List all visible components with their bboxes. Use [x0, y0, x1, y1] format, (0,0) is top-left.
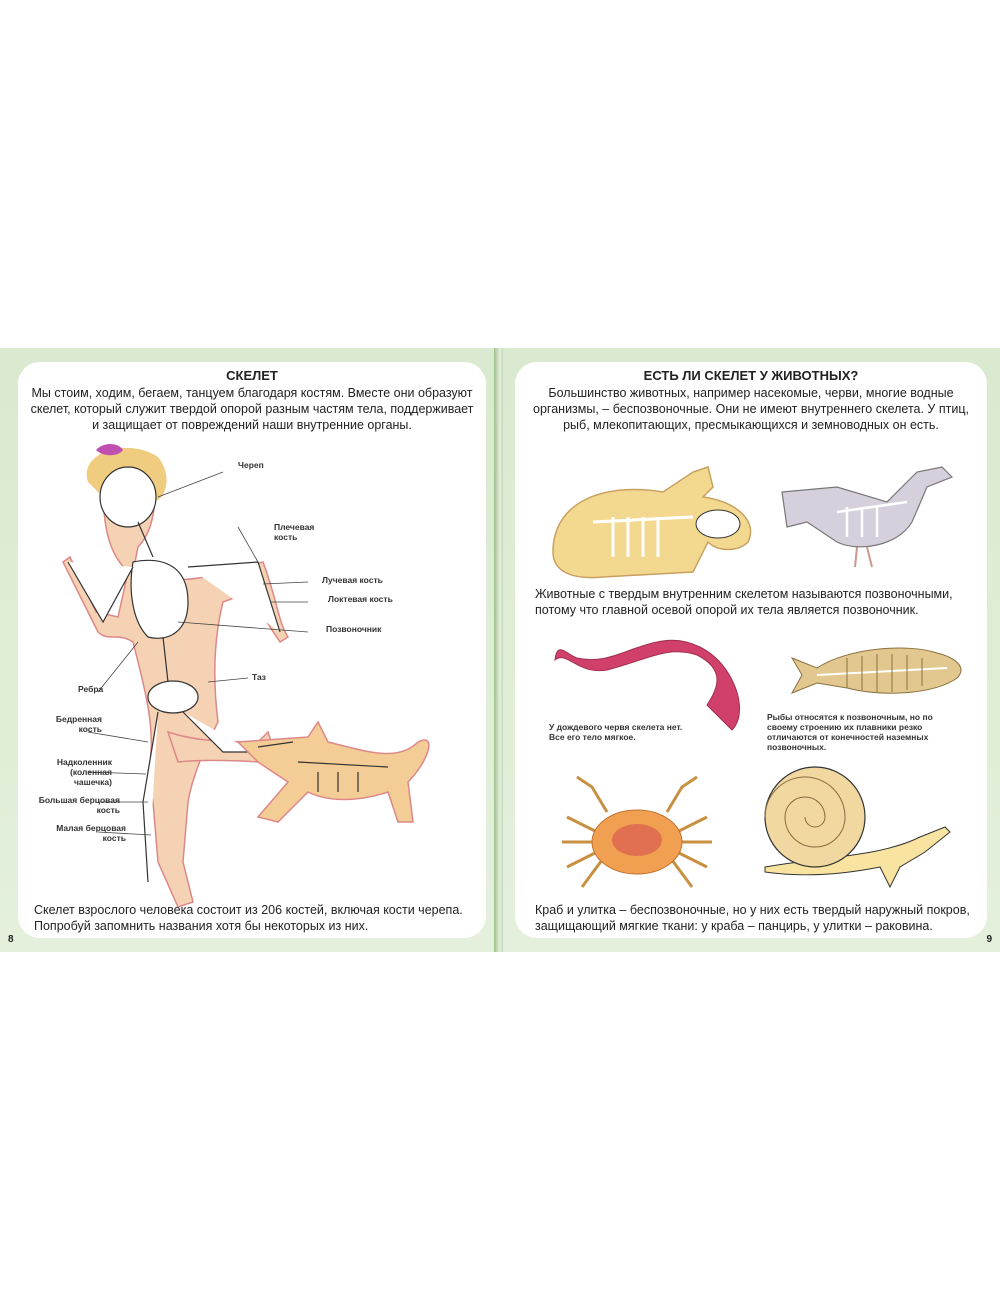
left-panel: СКЕЛЕТ Мы стоим, ходим, бегаем, танцуем … [18, 362, 486, 938]
rabbit-skeleton-illustration [552, 466, 752, 579]
snail-illustration [764, 766, 951, 889]
label-patella: Надколенник (коленная чашечка) [56, 757, 112, 787]
label-spine: Позвоночник [326, 624, 382, 634]
intro-text: Большинство животных, например насекомые… [533, 386, 969, 432]
dog-skeleton-illustration [236, 720, 430, 823]
vertebrates-text: Животные с твердым внутренним скелетом н… [535, 587, 953, 617]
bird-skeleton-illustration [781, 466, 954, 568]
label-pelvis: Таз [252, 672, 267, 682]
earthworm-illustration [554, 639, 740, 731]
label-femur: Бедренная кость [55, 714, 102, 734]
intro-text: Мы стоим, ходим, бегаем, танцуем благода… [30, 386, 474, 432]
crab-illustration [562, 775, 712, 888]
footer-text: Скелет взрослого человека состоит из 206… [34, 903, 463, 933]
label-ribs: Ребра [78, 684, 104, 694]
fish-skeleton-illustration [790, 647, 962, 694]
human-skeleton-illustration [62, 444, 430, 908]
page-number: 8 [8, 934, 14, 945]
footer-text: Краб и улитка – беспозвоночные, но у них… [535, 903, 970, 933]
label-radius: Лучевая кость [322, 575, 383, 585]
right-page: ЕСТЬ ЛИ СКЕЛЕТ У ЖИВОТНЫХ? Большинство ж… [503, 348, 1000, 952]
page-number: 9 [986, 934, 992, 945]
label-ulna: Локтевая кость [328, 594, 393, 604]
label-tibia: Большая берцовая кость [38, 795, 120, 815]
page-title: ЕСТЬ ЛИ СКЕЛЕТ У ЖИВОТНЫХ? [643, 368, 859, 383]
hair-clip [96, 444, 123, 456]
worm-caption: У дождевого червя скелета нет. Все его т… [549, 722, 683, 742]
label-fibula: Малая берцовая кость [56, 823, 126, 843]
left-page: СКЕЛЕТ Мы стоим, ходим, бегаем, танцуем … [0, 348, 497, 952]
label-skull: Череп [238, 460, 264, 470]
fish-caption: Рыбы относятся к позвоночным, но по свое… [767, 712, 933, 752]
label-humerus: Плечевая кость [274, 522, 315, 542]
page-title: СКЕЛЕТ [226, 368, 278, 383]
right-panel: ЕСТЬ ЛИ СКЕЛЕТ У ЖИВОТНЫХ? Большинство ж… [515, 362, 987, 938]
